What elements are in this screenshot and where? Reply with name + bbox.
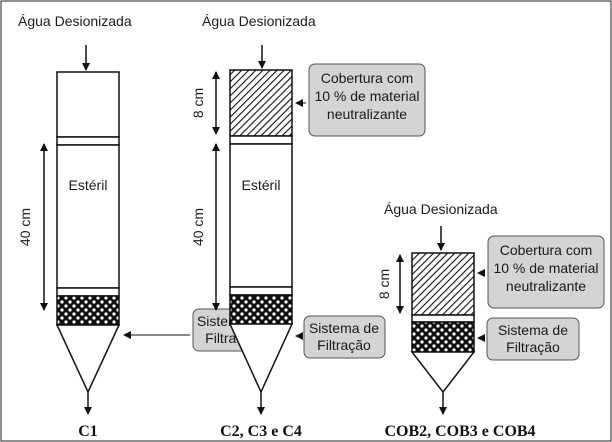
cob-caption: COB2, COB3 e COB4 (384, 423, 535, 440)
c2-filter-callout (303, 315, 386, 359)
cob-cover-line2: 10 % de material (493, 260, 598, 276)
cob-dim-8: 8 cm (376, 269, 392, 299)
cob-filter-gravel (411, 321, 475, 353)
c1-sterile-section (56, 144, 120, 289)
c1-funnel (55, 324, 121, 394)
c1-caption: C1 (78, 423, 98, 440)
c2-cover-layer (229, 69, 293, 137)
c2-water-label: Água Desionizada (202, 13, 316, 29)
c2-cover-line3: neutralizante (327, 106, 407, 122)
c2-dim-8: 8 cm (190, 88, 206, 118)
column-c2-c3-c4: Água Desionizada Estéril C2, C3 e C4 8 c… (190, 13, 426, 440)
c1-filter-gravel (56, 295, 120, 326)
cob-water-label: Água Desionizada (384, 201, 498, 217)
cob-filter-line1: Sistema de (498, 322, 568, 338)
c2-cover-line1: Cobertura com (321, 70, 414, 86)
c2-filter-line1: Sistema de (309, 320, 379, 336)
c1-water-label: Água Desionizada (18, 13, 132, 29)
c2-caption: C2, C3 e C4 (220, 423, 302, 440)
c2-sterile-section (229, 143, 293, 288)
cob-funnel (410, 351, 476, 394)
c1-dim-40: 40 cm (17, 208, 33, 246)
cob-separator (411, 314, 475, 323)
cob-cover-callout (487, 235, 605, 309)
c1-sterile-label: Estéril (69, 177, 108, 193)
cob-cover-line1: Cobertura com (500, 242, 593, 258)
cob-filter-callout (486, 317, 580, 361)
c2-filter-gravel (229, 294, 293, 325)
c2-sterile-label: Estéril (242, 177, 281, 193)
c1-separator-bottom (56, 287, 120, 297)
c2-funnel (228, 323, 294, 394)
c2-dim-40: 40 cm (190, 208, 206, 246)
column-cob: Água Desionizada COB2, COB3 e COB4 8 cm … (376, 201, 605, 440)
c2-cover-line2: 10 % de material (314, 88, 419, 104)
c1-separator-top (56, 136, 120, 146)
cob-cover-layer (411, 252, 475, 316)
c2-filter-line2: Filtração (317, 337, 371, 353)
c2-separator-bottom (229, 286, 293, 296)
c1-top-section (56, 71, 120, 138)
c2-cover-callout (308, 63, 426, 137)
cob-filter-line2: Filtração (506, 339, 560, 355)
c2-separator-top (229, 135, 293, 145)
cob-cover-line3: neutralizante (506, 278, 586, 294)
